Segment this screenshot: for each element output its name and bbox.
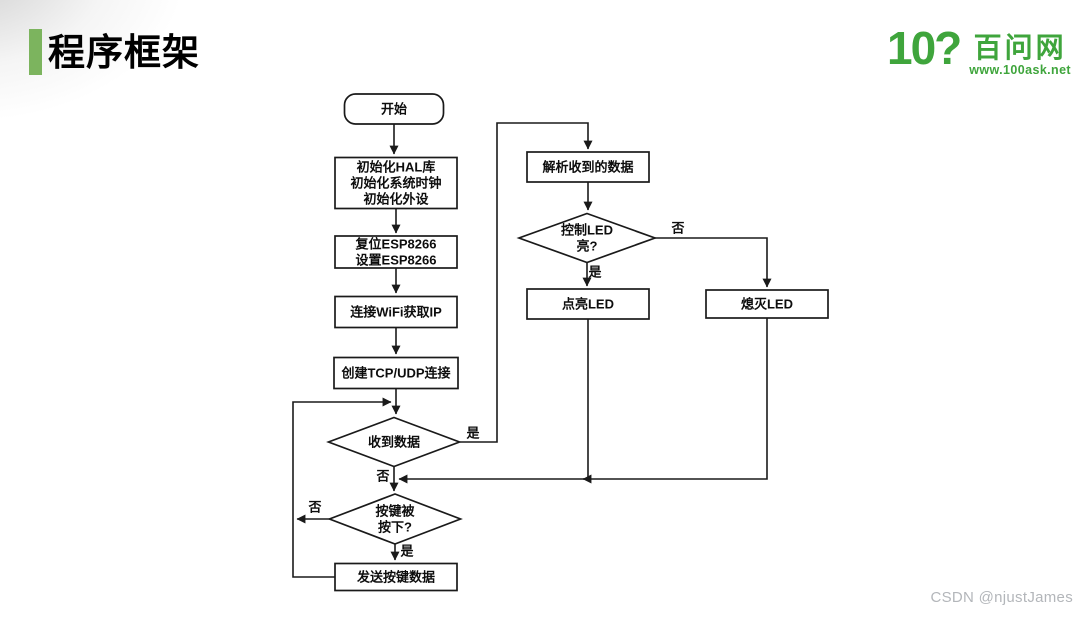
init-shape bbox=[334, 156, 458, 210]
logo-name: 百问网 bbox=[973, 32, 1067, 63]
node-label: 收到数据 bbox=[368, 435, 420, 450]
node-sendkey: 发送按键数据 bbox=[334, 562, 458, 592]
watermark: CSDN @njustJames bbox=[930, 589, 1073, 606]
reset-shape bbox=[334, 235, 458, 269]
edge-recv-yes-to-parse bbox=[460, 122, 593, 443]
node-label: 点亮LED bbox=[562, 297, 614, 312]
header: 程序框架 bbox=[29, 29, 200, 75]
node-label: 设置ESP8266 bbox=[356, 253, 437, 268]
logo-url: www.100ask.net bbox=[969, 63, 1071, 78]
logo-100ask: 10? 百问网 www.100ask.net bbox=[887, 22, 1071, 78]
wifi-shape bbox=[334, 295, 458, 329]
edge-ledon-return bbox=[582, 319, 592, 484]
edge-label-recv-no: 否 bbox=[375, 469, 389, 484]
node-tcp: 创建TCP/UDP连接 bbox=[333, 356, 459, 390]
edge-send-loop-back bbox=[292, 397, 392, 578]
node-label: 初始化外设 bbox=[363, 192, 429, 207]
node-ledon: 点亮LED bbox=[526, 288, 650, 320]
parse-shape bbox=[526, 151, 650, 183]
page-title: 程序框架 bbox=[48, 31, 200, 73]
logo-text: 百问网 www.100ask.net bbox=[969, 27, 1071, 78]
recv-shape bbox=[326, 416, 462, 468]
title-accent-bar bbox=[29, 29, 42, 75]
edge-label-ledq-yes: 是 bbox=[587, 265, 602, 280]
edge-label-recv-yes: 是 bbox=[465, 426, 480, 441]
edge-ledq-no-to-ledoff bbox=[655, 237, 772, 288]
node-label: 亮? bbox=[577, 239, 598, 254]
node-label: 按下? bbox=[378, 520, 412, 535]
edge-label-keyq-yes: 是 bbox=[399, 544, 414, 559]
node-label: 创建TCP/UDP连接 bbox=[340, 366, 450, 381]
node-wifi: 连接WiFi获取IP bbox=[334, 295, 458, 329]
node-label: 熄灭LED bbox=[741, 297, 793, 312]
node-label: 初始化HAL库 bbox=[357, 160, 436, 175]
node-ledoff: 熄灭LED bbox=[705, 289, 829, 319]
tcp-shape bbox=[333, 356, 459, 390]
edge-ledoff-return bbox=[398, 318, 768, 484]
node-label: 复位ESP8266 bbox=[355, 237, 437, 252]
ledoff-shape bbox=[705, 289, 829, 319]
edge-label-ledq-no: 否 bbox=[670, 221, 684, 236]
node-label: 解析收到的数据 bbox=[541, 160, 633, 175]
node-label: 发送按键数据 bbox=[356, 570, 435, 585]
keyq-shape bbox=[327, 493, 463, 545]
node-label: 连接WiFi获取IP bbox=[350, 305, 442, 320]
node-start: 开始 bbox=[343, 93, 445, 125]
ledq-shape bbox=[516, 212, 658, 264]
node-recv: 收到数据 bbox=[326, 416, 462, 468]
edge-label-keyq-no: 否 bbox=[307, 500, 321, 515]
node-label: 开始 bbox=[381, 102, 407, 117]
node-label: 按键被 bbox=[375, 504, 415, 519]
start-shape bbox=[343, 93, 445, 125]
node-label: 控制LED bbox=[561, 223, 613, 238]
ledon-shape bbox=[526, 288, 650, 320]
node-parse: 解析收到的数据 bbox=[526, 151, 650, 183]
logo-100ask-mark-icon: 10? bbox=[887, 22, 962, 74]
sendkey-shape bbox=[334, 562, 458, 592]
node-label: 初始化系统时钟 bbox=[350, 176, 441, 191]
